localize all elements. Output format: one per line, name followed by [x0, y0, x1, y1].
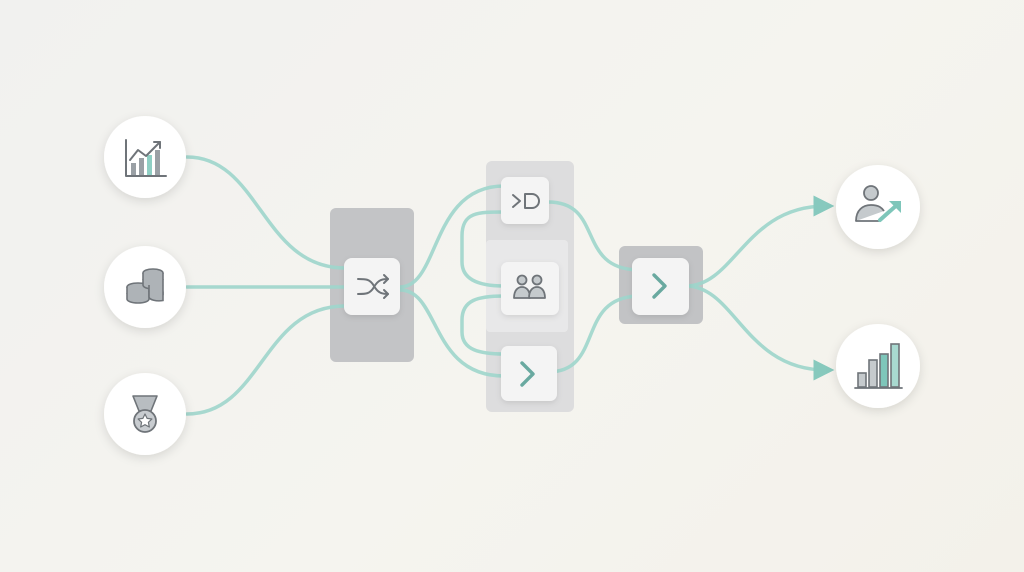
flow-line	[460, 294, 506, 356]
stack-node-chevron[interactable]	[501, 346, 557, 401]
line-chart-icon	[125, 139, 167, 177]
users-icon	[513, 274, 546, 299]
input-node-coins[interactable]	[104, 246, 186, 328]
gate-icon	[512, 193, 540, 209]
router-node[interactable]	[632, 258, 689, 315]
bar-chart-icon	[854, 343, 903, 389]
flow-line	[185, 155, 347, 270]
chevron-right-icon	[520, 361, 535, 387]
flow-line	[460, 210, 506, 288]
flow-line	[398, 184, 506, 289]
medal-icon	[132, 395, 158, 433]
flow-line	[398, 288, 506, 378]
flow-line	[185, 304, 347, 416]
input-node-chart[interactable]	[104, 116, 186, 198]
merge-node[interactable]	[344, 258, 400, 315]
flow-line	[684, 195, 835, 288]
flow-lines	[185, 155, 835, 416]
stack-node-gate[interactable]	[501, 177, 549, 224]
input-node-medal[interactable]	[104, 373, 186, 455]
chevron-right-icon	[652, 273, 667, 299]
output-node-user-growth[interactable]	[836, 165, 920, 249]
flow-line	[546, 294, 642, 374]
shuffle-icon	[357, 274, 389, 299]
user-growth-icon	[855, 185, 901, 222]
flow-line	[546, 200, 642, 272]
coin-stack-icon	[126, 268, 164, 304]
flow-line	[684, 284, 835, 381]
stack-node-users[interactable]	[501, 262, 559, 315]
output-node-bar-chart[interactable]	[836, 324, 920, 408]
